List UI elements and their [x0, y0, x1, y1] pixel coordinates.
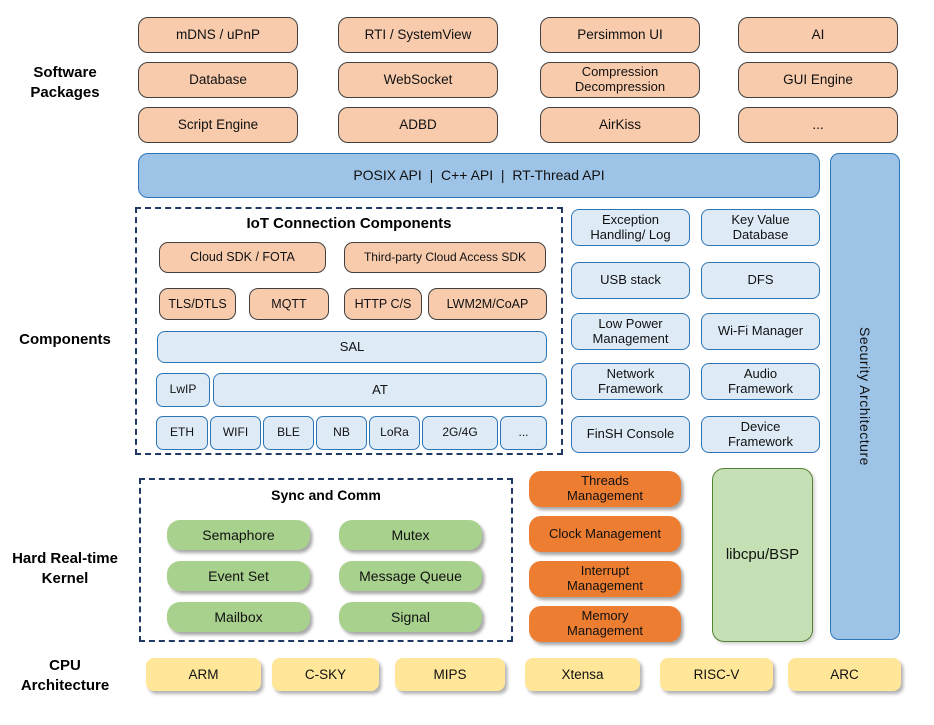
package-box: ADBD [338, 107, 498, 143]
sync-group-title: Sync and Comm [271, 487, 381, 503]
iot-protocol-box: TLS/DTLS [159, 288, 236, 320]
component-box: DFS [701, 262, 820, 299]
component-box: FinSH Console [571, 416, 690, 453]
package-box: mDNS / uPnP [138, 17, 298, 53]
link-box: BLE [263, 416, 314, 450]
kernel-mgmt-box: Clock Management [529, 516, 681, 552]
security-architecture-bar: Security Architecture [830, 153, 900, 640]
iot-group-title: IoT Connection Components [246, 215, 452, 232]
cpu-arch-box: RISC-V [660, 658, 773, 691]
kernel-mgmt-box: Memory Management [529, 606, 681, 642]
cpu-arch-box: ARC [788, 658, 901, 691]
link-box: LoRa [369, 416, 420, 450]
cpu-arch-box: Xtensa [525, 658, 640, 691]
component-box: Device Framework [701, 416, 820, 453]
sync-and-comm-group: Sync and Comm Semaphore Mutex Event Set … [139, 478, 513, 642]
sync-box: Mailbox [167, 602, 310, 632]
link-box: ETH [156, 416, 208, 450]
security-architecture-label: Security Architecture [857, 327, 874, 466]
link-box: WIFI [210, 416, 261, 450]
iot-sdk-box: Cloud SDK / FOTA [159, 242, 326, 273]
package-box: AI [738, 17, 898, 53]
component-box: Wi-Fi Manager [701, 313, 820, 350]
at-layer-box: AT [213, 373, 547, 407]
cpu-arch-box: MIPS [395, 658, 505, 691]
section-label-components: Components [19, 331, 111, 348]
component-box: Key Value Database [701, 209, 820, 246]
cpu-arch-box: C-SKY [272, 658, 379, 691]
sync-box: Event Set [167, 561, 310, 591]
section-label-software-packages: Software Packages [30, 64, 100, 101]
package-box: Compression Decompression [540, 62, 700, 98]
component-box: Exception Handling/ Log [571, 209, 690, 246]
iot-protocol-box: LWM2M/CoAP [428, 288, 547, 320]
package-box: Script Engine [138, 107, 298, 143]
package-box: ... [738, 107, 898, 143]
package-box: WebSocket [338, 62, 498, 98]
sync-box: Message Queue [339, 561, 482, 591]
component-box: Network Framework [571, 363, 690, 400]
package-box: RTI / SystemView [338, 17, 498, 53]
package-box: GUI Engine [738, 62, 898, 98]
component-box: USB stack [571, 262, 690, 299]
kernel-mgmt-box: Threads Management [529, 471, 681, 507]
section-label-cpu: CPU Architecture [20, 657, 110, 694]
sync-box: Mutex [339, 520, 482, 550]
iot-protocol-box: MQTT [249, 288, 329, 320]
section-label-kernel: Hard Real-time Kernel [12, 550, 118, 587]
link-box: ... [500, 416, 547, 450]
api-layer-bar: POSIX API | C++ API | RT-Thread API [138, 153, 820, 198]
component-box: Audio Framework [701, 363, 820, 400]
package-box: Database [138, 62, 298, 98]
link-box: 2G/4G [422, 416, 498, 450]
link-box: NB [316, 416, 367, 450]
package-box: AirKiss [540, 107, 700, 143]
sync-box: Semaphore [167, 520, 310, 550]
component-box: Low Power Management [571, 313, 690, 350]
iot-sdk-box: Third-party Cloud Access SDK [344, 242, 546, 273]
package-box: Persimmon UI [540, 17, 700, 53]
lwip-box: LwIP [156, 373, 210, 407]
kernel-mgmt-box: Interrupt Management [529, 561, 681, 597]
iot-connection-components-group: IoT Connection Components Cloud SDK / FO… [135, 207, 563, 455]
iot-protocol-box: HTTP C/S [344, 288, 422, 320]
sal-layer-box: SAL [157, 331, 547, 363]
sync-box: Signal [339, 602, 482, 632]
cpu-arch-box: ARM [146, 658, 261, 691]
libcpu-bsp-box: libcpu/BSP [712, 468, 813, 642]
